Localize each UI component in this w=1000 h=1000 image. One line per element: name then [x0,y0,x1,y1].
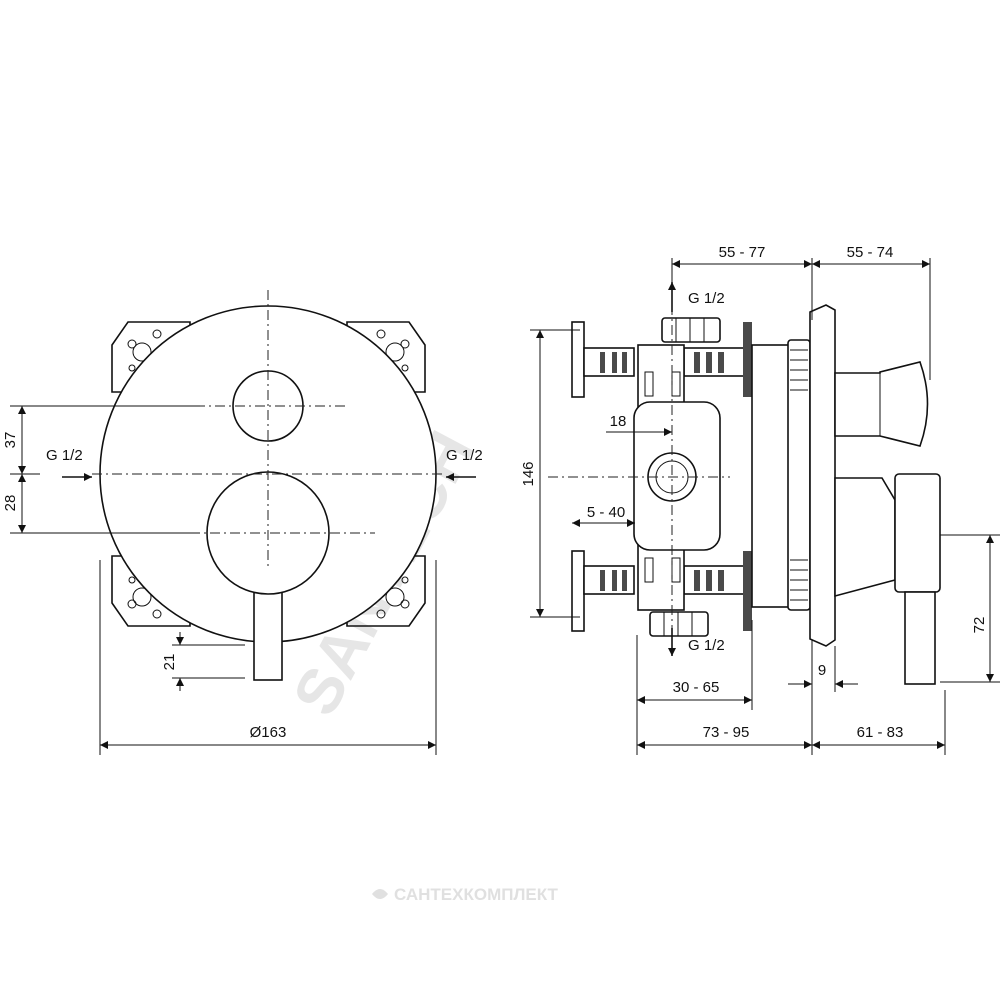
dim-side-9: 9 [818,662,826,679]
flange-bottom [571,550,585,632]
dim-diameter: Ø163 [250,724,287,741]
dim-side-72: 72 [971,617,988,634]
dim-side-73-95: 73 - 95 [703,724,750,741]
side-label-top: G 1/2 [688,290,725,307]
mixer-body [751,344,793,608]
dim-side-30-65: 30 - 65 [673,679,720,696]
side-lever [904,591,936,685]
dim-front-21: 21 [161,654,178,671]
dim-side-55-74: 55 - 74 [847,244,894,261]
watermark-footer-text: САНТЕХКОМПЛЕКТ [394,885,559,904]
dim-side-5-40: 5 - 40 [587,504,625,521]
dim-front-37: 37 [2,432,19,449]
dim-front-28: 28 [2,495,19,512]
side-handle-body [834,477,896,598]
flange-top [571,321,585,398]
inlet-label-left: G 1/2 [46,447,83,464]
dim-side-146: 146 [520,461,537,486]
dim-side-61-83: 61 - 83 [857,724,904,741]
watermark-footer-logo: САНТЕХКОМПЛЕКТ [372,885,559,904]
nut-top [661,317,721,343]
side-diverter-knob [834,361,929,447]
dim-side-55-77: 55 - 77 [719,244,766,261]
front-view: 37 28 G 1/2 G 1/2 21 Ø163 [2,290,483,755]
side-view: 55 - 77 55 - 74 G 1/2 G 1/2 146 18 5 - 4… [520,244,1000,755]
side-label-bottom: G 1/2 [688,637,725,654]
dim-side-18: 18 [610,413,627,430]
wall-plate [809,304,836,647]
inlet-label-right: G 1/2 [446,447,483,464]
nut-bottom [649,611,709,637]
